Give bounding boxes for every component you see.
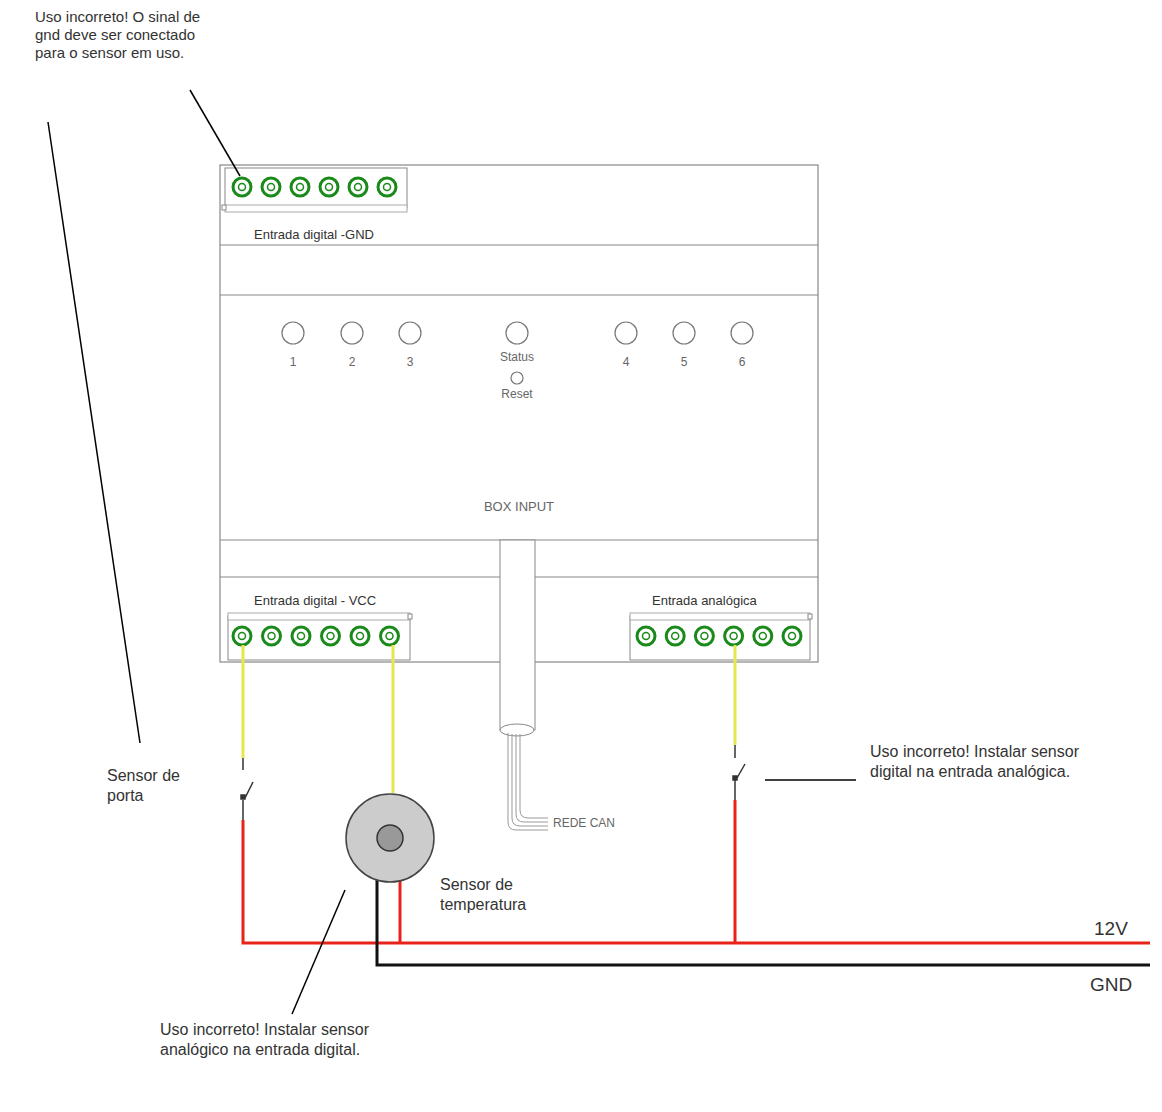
terminal-screw	[298, 633, 305, 640]
terminal-screw	[701, 633, 708, 640]
terminal-screw	[789, 633, 796, 640]
terminal-screw	[643, 633, 650, 640]
terminal-screw	[239, 633, 246, 640]
terminal-screw	[327, 633, 334, 640]
terminal-screw	[297, 184, 304, 191]
led-number: 5	[664, 355, 704, 369]
terminal-screw	[233, 627, 251, 645]
led-label: Status	[487, 350, 547, 364]
callout-note: Uso incorreto! Instalar sensor digital n…	[870, 742, 1095, 782]
led-number: 2	[332, 355, 372, 369]
terminal-block: Entrada digital -GND	[222, 166, 410, 248]
signal-wire	[392, 645, 395, 793]
terminal-screw	[322, 627, 340, 645]
led-label: Reset	[487, 387, 547, 401]
terminal-screw	[268, 184, 275, 191]
terminal-label: Entrada digital - VCC	[254, 592, 376, 609]
terminal-screw	[320, 178, 338, 196]
sensor-label: Sensor de temperatura	[440, 875, 560, 915]
led-number: 3	[390, 355, 430, 369]
terminal-screw	[349, 178, 367, 196]
terminal-screw	[239, 184, 246, 191]
terminal-screw	[326, 184, 333, 191]
led	[282, 322, 753, 384]
terminal-screw	[386, 633, 393, 640]
terminal-screw	[783, 627, 801, 645]
terminal-block: Entrada digital - VCC	[225, 585, 415, 662]
terminal-screw	[695, 627, 713, 645]
terminal-block	[630, 613, 812, 660]
can-cable	[500, 540, 548, 830]
terminal-screw	[268, 633, 275, 640]
terminal-screw	[725, 627, 743, 645]
terminal-block	[228, 613, 412, 660]
housing-line	[220, 245, 818, 246]
housing-line	[535, 577, 818, 578]
switch-symbol	[241, 745, 745, 820]
led-number: 1	[273, 355, 313, 369]
terminal-screw	[263, 627, 281, 645]
terminal-screw	[754, 627, 772, 645]
led-number: 6	[722, 355, 762, 369]
terminal-block	[222, 168, 407, 212]
callout-note: Uso incorreto! O sinal de gnd deve ser c…	[35, 8, 215, 62]
terminal-screw	[730, 633, 737, 640]
terminal-screw	[357, 633, 364, 640]
terminal-screw	[351, 627, 369, 645]
terminal-screw	[262, 178, 280, 196]
terminal-block: Entrada analógica	[627, 585, 815, 662]
terminal-screw	[672, 633, 679, 640]
temperature-sensor: Sensor de temperatura	[345, 793, 435, 883]
terminal-screw	[291, 178, 309, 196]
terminal-screw	[292, 627, 310, 645]
terminal-screw	[381, 627, 399, 645]
sensor-label: Sensor de porta	[107, 766, 217, 806]
device-housing: BOX INPUT Entrada digital -GND Entrada dig…	[220, 165, 818, 662]
led-number: 4	[606, 355, 646, 369]
terminal-screw	[233, 178, 251, 196]
leader-line	[48, 90, 856, 1014]
terminal-screw	[378, 178, 396, 196]
cable-label: REDE CAN	[553, 816, 615, 830]
terminal-screw	[355, 184, 362, 191]
terminal-screw	[666, 627, 684, 645]
wires	[243, 645, 1150, 965]
terminal-screw	[637, 627, 655, 645]
terminal-screw	[759, 633, 766, 640]
housing-line	[220, 295, 818, 296]
sensor-outline	[345, 793, 435, 883]
terminal-label: Entrada digital -GND	[254, 226, 374, 243]
callout-note: Uso incorreto! Instalar sensor analógico…	[160, 1020, 375, 1060]
rail-label: 12V	[1094, 918, 1128, 940]
terminal-label: Entrada analógica	[652, 592, 757, 609]
terminal-screw	[384, 184, 391, 191]
housing-line	[220, 577, 500, 578]
device-name: BOX INPUT	[220, 498, 818, 515]
rail-label: GND	[1090, 974, 1132, 996]
